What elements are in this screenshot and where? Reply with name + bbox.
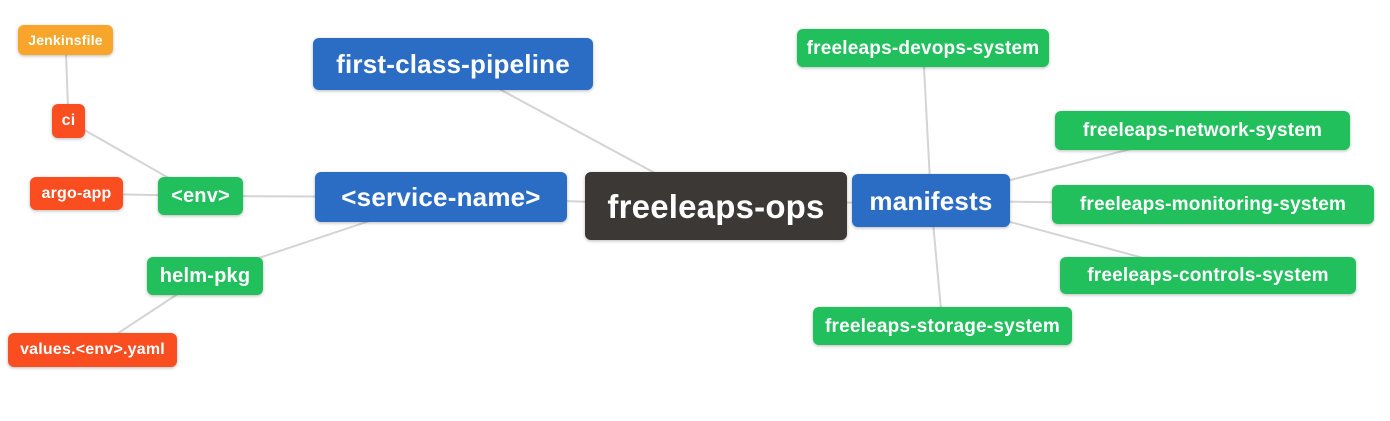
node-network-system[interactable]: freeleaps-network-system [1055, 111, 1350, 150]
node-storage-system[interactable]: freeleaps-storage-system [813, 307, 1072, 345]
node-controls-system[interactable]: freeleaps-controls-system [1060, 257, 1356, 294]
node-helm-pkg[interactable]: helm-pkg [147, 257, 263, 295]
node-ci[interactable]: ci [52, 104, 85, 138]
node-jenkinsfile[interactable]: Jenkinsfile [18, 25, 113, 55]
node-freeleaps-ops[interactable]: freeleaps-ops [585, 172, 847, 240]
node-values-env-yaml[interactable]: values.<env>.yaml [8, 333, 177, 367]
node-monitoring-system[interactable]: freeleaps-monitoring-system [1052, 185, 1374, 224]
node-first-class-pipeline[interactable]: first-class-pipeline [313, 38, 593, 90]
node-devops-system[interactable]: freeleaps-devops-system [797, 29, 1049, 67]
node-env[interactable]: <env> [158, 177, 243, 215]
node-service-name[interactable]: <service-name> [315, 172, 567, 222]
node-argo-app[interactable]: argo-app [30, 177, 123, 210]
node-manifests[interactable]: manifests [852, 174, 1010, 227]
